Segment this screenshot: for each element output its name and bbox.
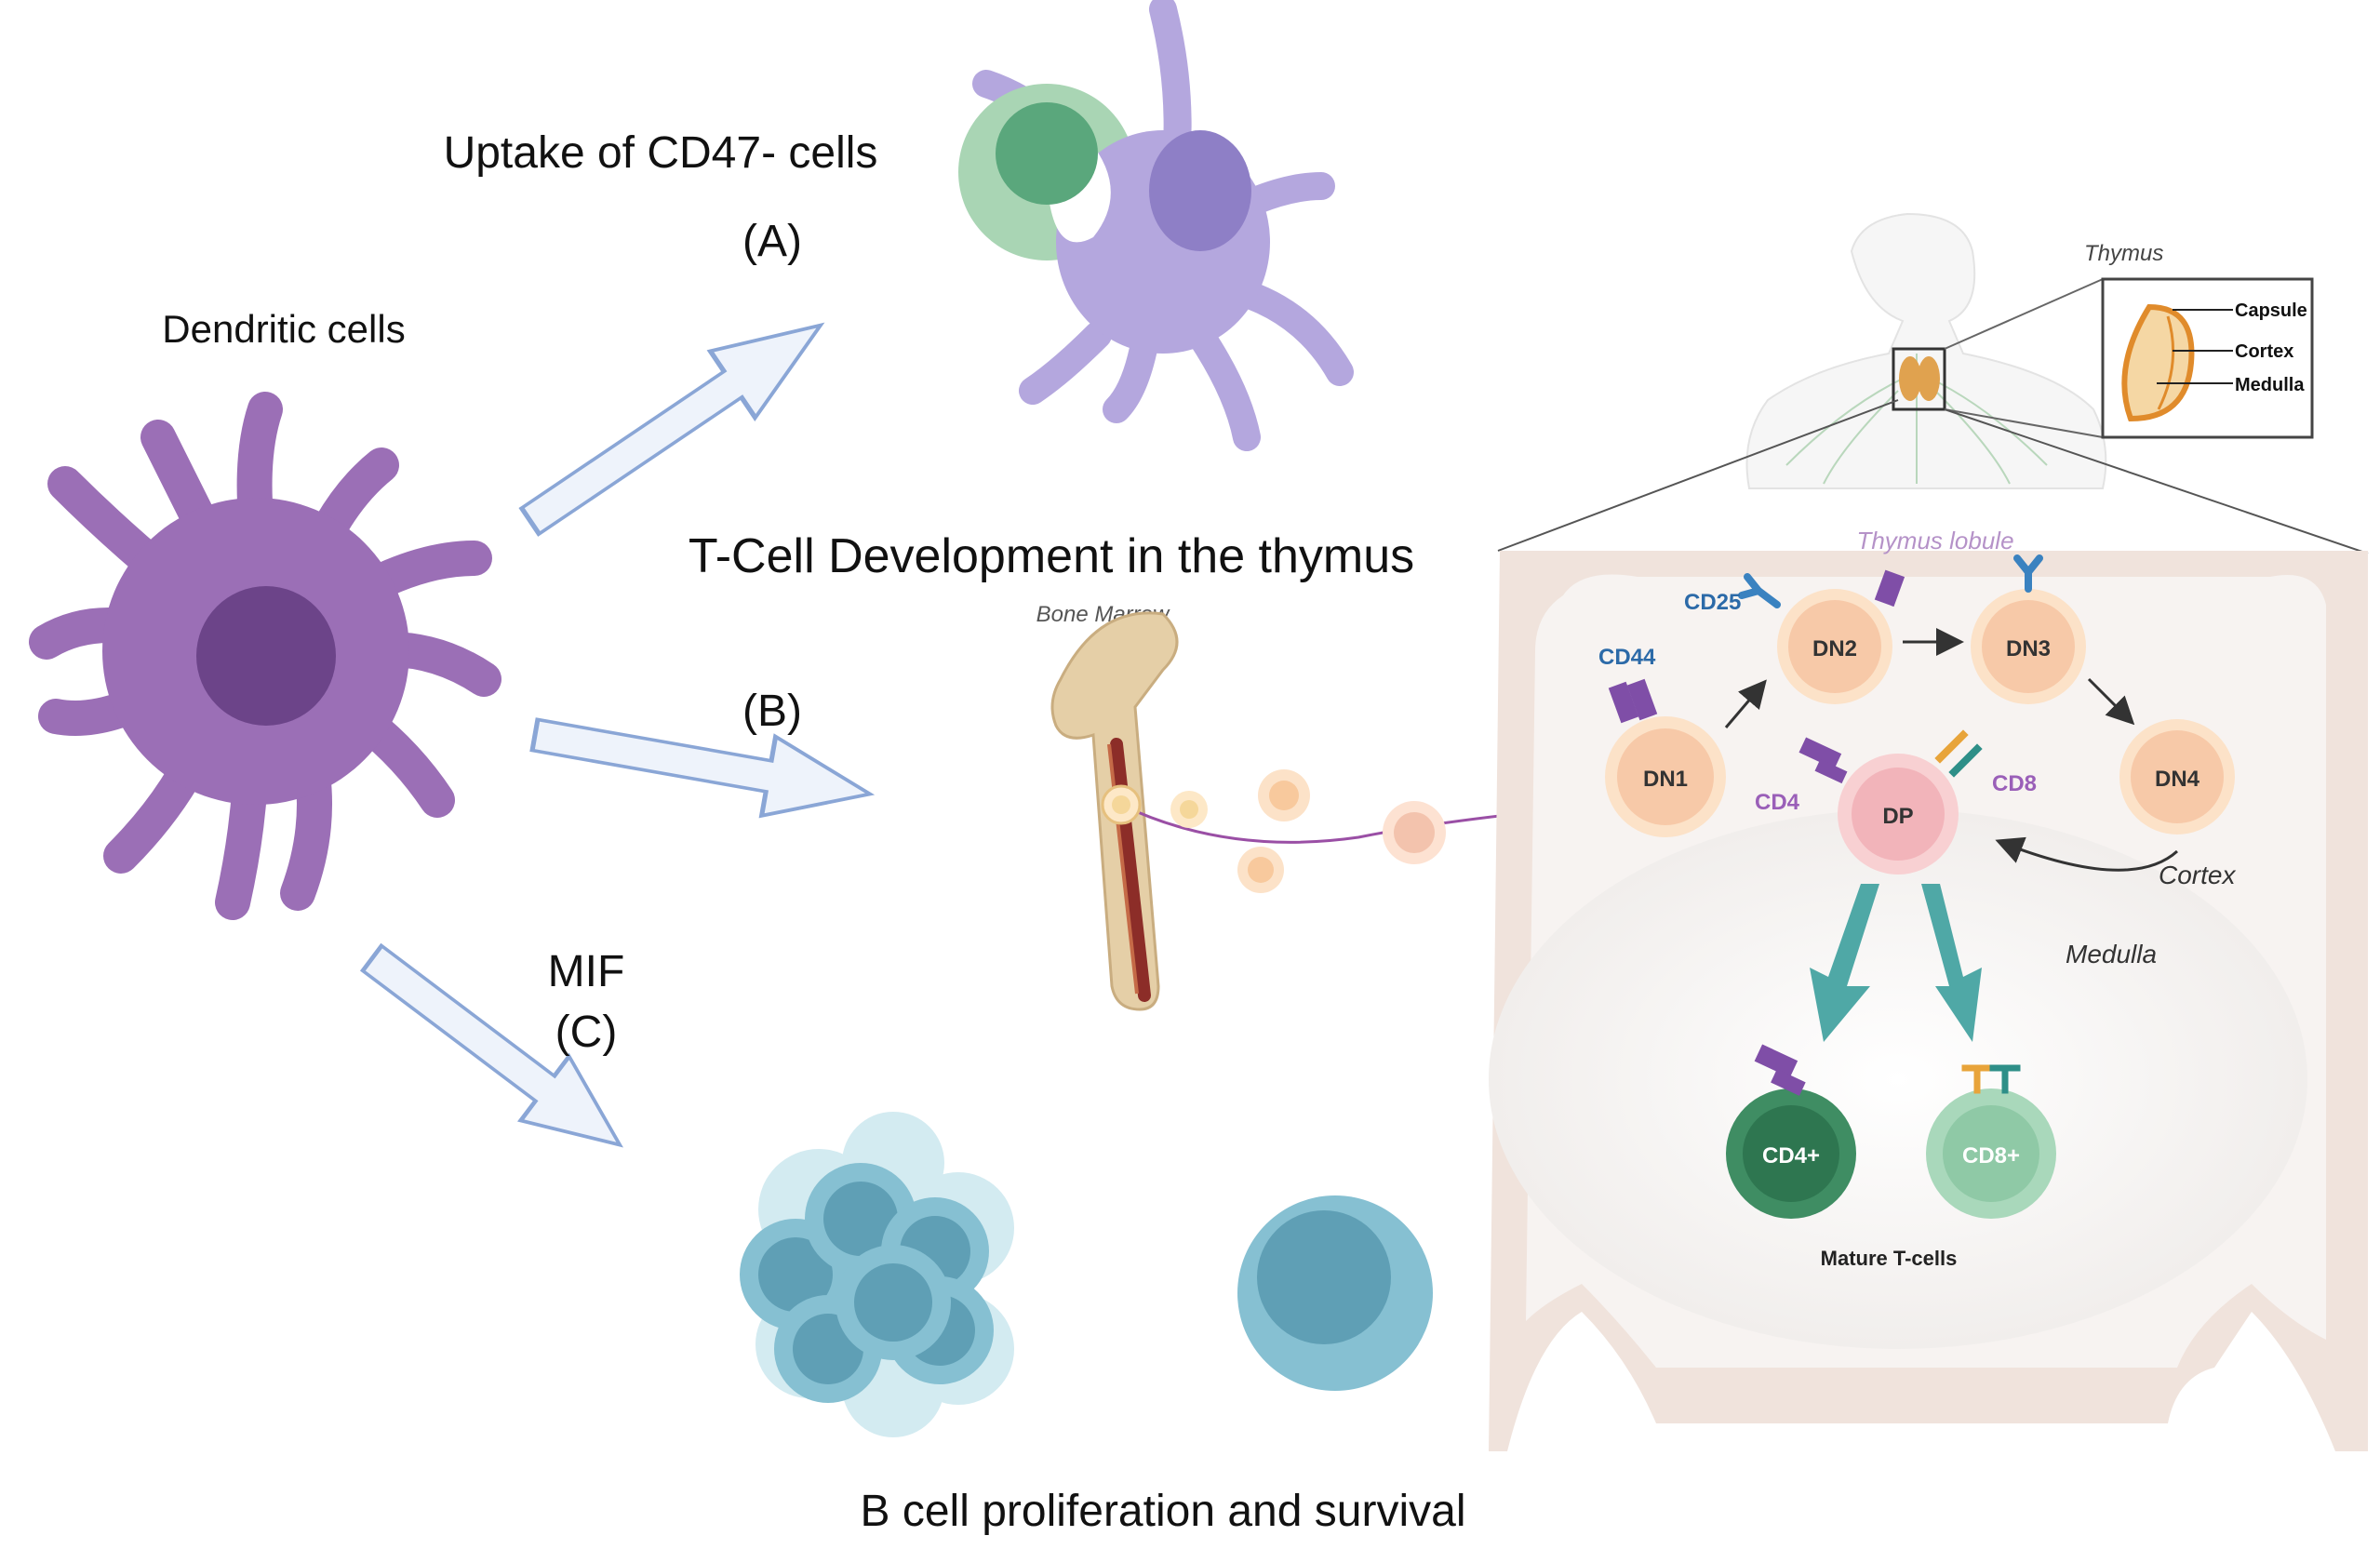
cd44-label: CD44 [1598, 645, 1656, 670]
uptake-label: Uptake of CD47- cells [444, 128, 878, 178]
cell-dn3 [1971, 589, 2086, 704]
capsule-label: Capsule [2235, 300, 2307, 321]
arrow-a [518, 322, 825, 537]
cd4plus-label: CD4+ [1762, 1143, 1820, 1168]
medulla-label: Medulla [2066, 940, 2157, 968]
dn3-label: DN3 [2006, 636, 2051, 661]
phagocytosing-cell [958, 0, 1354, 451]
b-cell-single [1237, 1195, 1433, 1391]
medulla-inset-label: Medulla [2235, 375, 2305, 395]
b-cell-cluster [740, 1112, 1014, 1437]
teal-arrows [1810, 884, 1982, 1042]
cell-dn1 [1605, 716, 1726, 837]
cell-dp [1838, 754, 1959, 875]
cd8-label: CD8 [1992, 771, 2037, 796]
dn1-label: DN1 [1643, 767, 1688, 792]
body-silhouette [1745, 212, 2107, 489]
thymus-inset-box [2101, 277, 2314, 439]
cd8-receptor-icon [1934, 729, 1983, 778]
arrow-c [359, 942, 623, 1148]
cortex-label: Cortex [2159, 861, 2236, 889]
tcell-title: T-Cell Development in the thymus [689, 529, 1414, 583]
cd44-receptor-icon [1608, 678, 1658, 724]
cd4-label: CD4 [1755, 790, 1800, 815]
cd25-receptor-icon [1738, 554, 2043, 608]
label-c: (C) [555, 1008, 618, 1057]
dn2-label: DN2 [1812, 636, 1857, 661]
thymus-organ-small [1899, 356, 1940, 401]
arrow-b [529, 717, 876, 819]
dendritic-cells-label: Dendritic cells [162, 307, 405, 351]
label-b: (B) [742, 687, 802, 736]
cd8plus-label: CD8+ [1962, 1143, 2020, 1168]
bcell-label: B cell proliferation and survival [861, 1487, 1466, 1536]
cell-dn4 [2119, 719, 2235, 835]
cd44-dn2-receptor-icon [1874, 569, 1905, 608]
dp-label: DP [1882, 804, 1913, 829]
cell-cd4plus [1726, 1044, 1856, 1219]
cd25-label: CD25 [1684, 590, 1741, 615]
cd4-receptor-icon [1798, 737, 1848, 784]
mature-tcells-label: Mature T-cells [1821, 1247, 1958, 1270]
migrating-cells [1101, 769, 1615, 893]
cell-cd8plus [1926, 1064, 2056, 1219]
thymus-lobule-label: Thymus lobule [1856, 527, 2013, 554]
label-a: (A) [742, 217, 802, 266]
mif-label: MIF [548, 947, 625, 996]
stage-arrows [1724, 628, 2179, 872]
thymus-label: Thymus [2084, 241, 2163, 266]
dn4-label: DN4 [2155, 767, 2200, 792]
thymus-zoom-box [1892, 347, 1946, 411]
cortex-inset-label: Cortex [2235, 341, 2293, 362]
cell-dn2 [1777, 589, 1892, 704]
dendritic-cell [29, 392, 501, 920]
